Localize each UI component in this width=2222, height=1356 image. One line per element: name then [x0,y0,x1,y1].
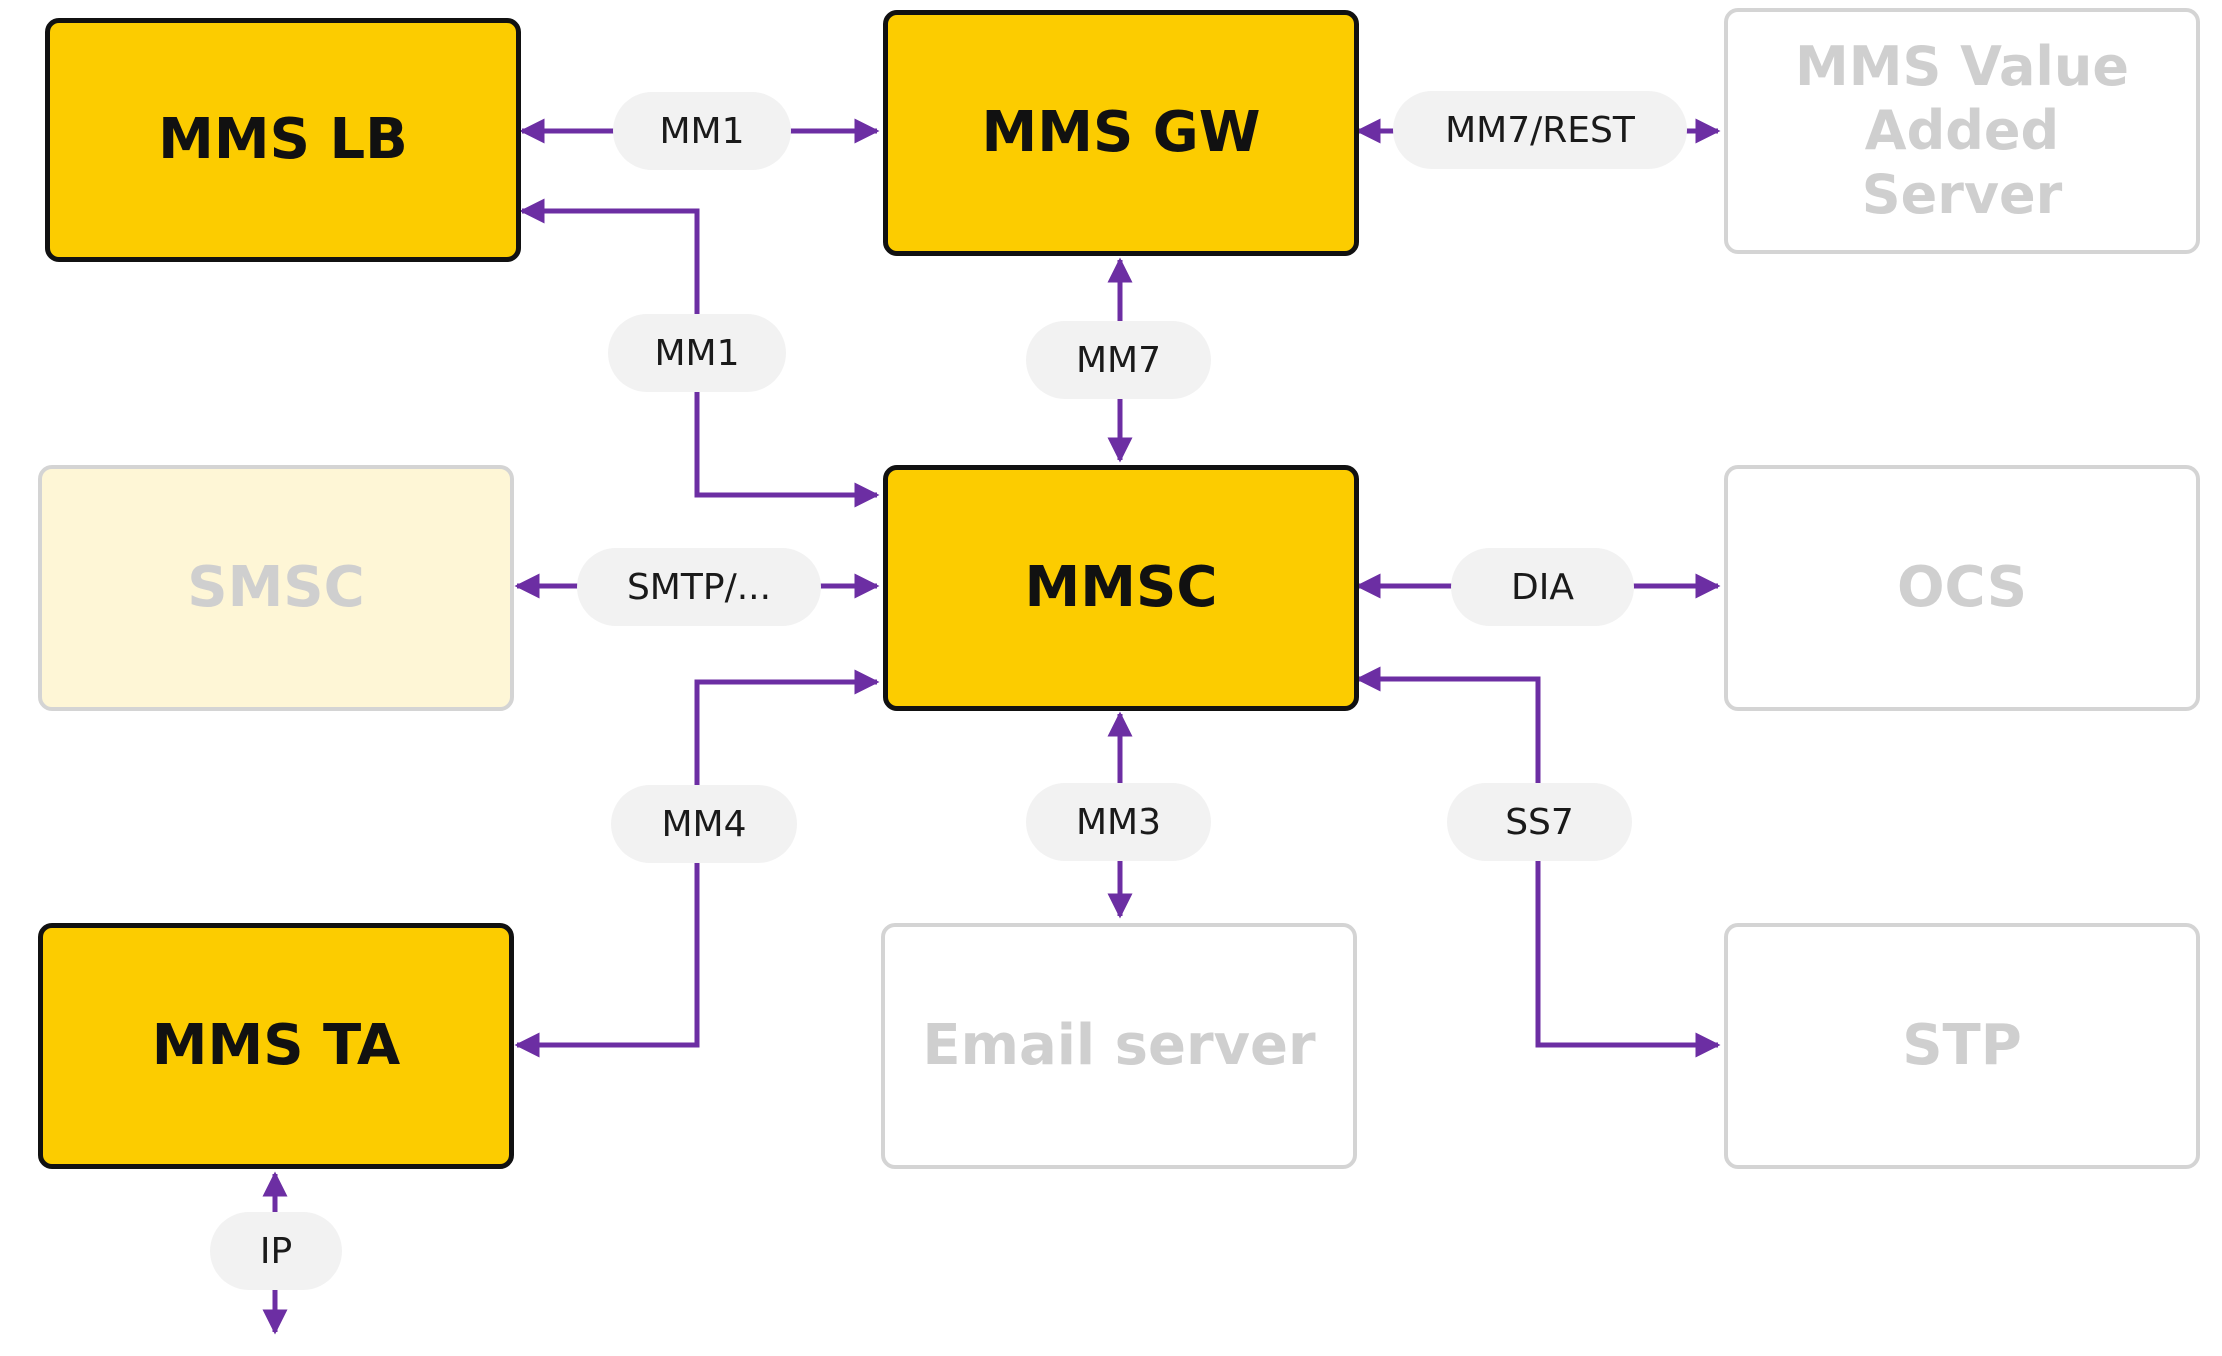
node-mms-gw: MMS GW [883,10,1359,256]
node-mmsc-label: MMSC [1024,554,1218,620]
node-mms-gw-label: MMS GW [981,99,1261,165]
node-mms-ta: MMS TA [38,923,514,1169]
node-mms-value-added-server: MMS Value Added Server [1724,8,2200,254]
edge-label-ta-ip: IP [210,1212,342,1290]
edge-label-lb-mmsc: MM1 [608,314,786,392]
edge-label-mmsc-stp: SS7 [1447,783,1632,861]
node-mms-ta-label: MMS TA [151,1012,401,1078]
edge-label-gw-vas: MM7/REST [1393,91,1687,169]
node-email-server-label: Email server [922,1012,1316,1078]
node-ocs-label: OCS [1896,554,2028,620]
edge-label-gw-mmsc: MM7 [1026,321,1211,399]
node-email-server: Email server [881,923,1357,1169]
edge-label-ta-mmsc: MM4 [611,785,797,863]
edge-label-lb-gw: MM1 [613,92,791,170]
edge-ta-mmsc [514,669,880,1058]
edge-label-smsc-mmsc: SMTP/... [577,548,821,626]
node-ocs: OCS [1724,465,2200,711]
node-mms-lb-label: MMS LB [158,106,408,172]
node-stp: STP [1724,923,2200,1169]
edge-mmsc-stp [1355,666,1721,1058]
node-mms-value-added-server-label: MMS Value Added Server [1794,35,2130,226]
node-smsc-label: SMSC [187,554,365,620]
edge-label-mmsc-ocs: DIA [1451,548,1634,626]
edge-label-mmsc-email: MM3 [1026,783,1211,861]
node-smsc: SMSC [38,465,514,711]
node-stp-label: STP [1902,1012,2022,1078]
node-mmsc: MMSC [883,465,1359,711]
node-mms-lb: MMS LB [45,18,521,262]
